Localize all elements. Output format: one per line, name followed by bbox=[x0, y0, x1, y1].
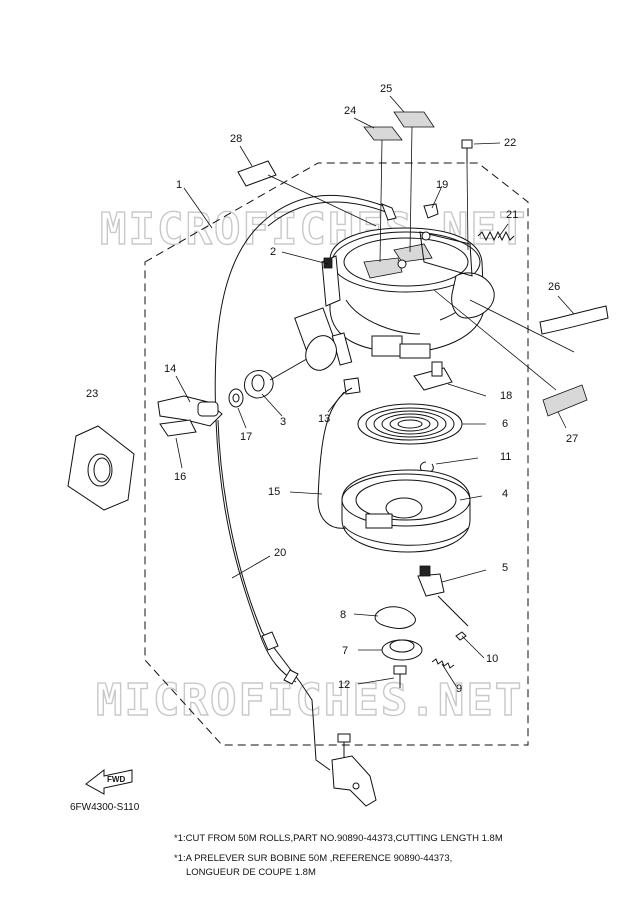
callout-16: 16 bbox=[174, 471, 186, 483]
part-27-decal bbox=[542, 384, 588, 417]
leader-lines bbox=[175, 95, 575, 687]
callout-27: 27 bbox=[566, 433, 578, 445]
part-21-spring bbox=[477, 230, 515, 242]
part-6-recoil-spring bbox=[357, 403, 463, 445]
starter-handle-knob bbox=[305, 335, 337, 371]
callout-numbers: 1 2 3 4 5 6 7 8 9 10 11 12 13 14 15 16 1… bbox=[86, 83, 578, 695]
part-12-bolt bbox=[393, 665, 407, 688]
part-26-decal bbox=[539, 305, 609, 335]
callout-21: 21 bbox=[506, 209, 518, 221]
callout-8: 8 bbox=[340, 609, 346, 621]
callout-4: 4 bbox=[502, 488, 508, 500]
callout-26: 26 bbox=[548, 281, 560, 293]
assembly-boundary bbox=[144, 162, 529, 746]
part-23-plate bbox=[67, 425, 135, 511]
part-3-handle-grommet bbox=[243, 370, 274, 399]
callout-19: 19 bbox=[436, 179, 448, 191]
callout-3: 3 bbox=[280, 416, 286, 428]
cable-bracket bbox=[299, 681, 377, 807]
part-25-decal bbox=[393, 111, 435, 128]
callout-28: 28 bbox=[230, 133, 242, 145]
callout-11: 11 bbox=[500, 451, 511, 463]
part-24-decal bbox=[363, 126, 403, 141]
part-16-bracket bbox=[159, 419, 197, 437]
callout-2: 2 bbox=[270, 246, 276, 258]
callout-25: 25 bbox=[380, 83, 392, 95]
watermark-top: MICROFICHES.NET bbox=[100, 204, 527, 255]
part-28-decal bbox=[237, 160, 277, 187]
diagram-code: 6FW4300-S110 bbox=[70, 802, 140, 813]
callout-12: 12 bbox=[338, 679, 350, 691]
part-4-pulley bbox=[341, 469, 471, 553]
callout-22: 22 bbox=[504, 137, 516, 149]
part-20-cable bbox=[217, 419, 301, 683]
callout-10: 10 bbox=[486, 653, 498, 665]
callout-15: 15 bbox=[268, 486, 280, 498]
callout-9: 9 bbox=[456, 683, 462, 695]
part-5-pawl bbox=[417, 565, 445, 597]
fwd-label: FWD bbox=[107, 775, 125, 784]
callout-5: 5 bbox=[502, 562, 508, 574]
footnote-line-1: *1:CUT FROM 50M ROLLS,PART NO.90890-4437… bbox=[174, 833, 503, 844]
part-10-spring bbox=[437, 595, 469, 641]
part-9-spring bbox=[431, 658, 455, 669]
part-2-starter-housing bbox=[294, 227, 495, 366]
fwd-arrow-icon: FWD bbox=[85, 768, 133, 795]
footnote-line-2: *1:A PRELEVER SUR BOBINE 50M ,REFERENCE … bbox=[174, 853, 453, 864]
callout-1: 1 bbox=[176, 179, 182, 191]
callout-13: 13 bbox=[318, 413, 330, 425]
callout-17: 17 bbox=[240, 431, 252, 443]
callout-20: 20 bbox=[274, 547, 286, 559]
part-18-bracket bbox=[413, 361, 453, 391]
footnote-line-3: LONGUEUR DE COUPE 1.8M bbox=[186, 867, 316, 878]
callout-23: 23 bbox=[86, 388, 98, 400]
part-19-clip bbox=[423, 203, 439, 219]
part-22-bolt bbox=[461, 139, 473, 164]
callout-18: 18 bbox=[500, 390, 512, 402]
part-14-handle bbox=[157, 395, 223, 427]
callout-7: 7 bbox=[342, 645, 348, 657]
callout-14: 14 bbox=[164, 363, 176, 375]
part-8-friction-plate bbox=[374, 606, 416, 629]
callout-6: 6 bbox=[502, 418, 508, 430]
part-7-drive-plate bbox=[381, 639, 423, 661]
part-17-grommet bbox=[228, 388, 244, 408]
callout-24: 24 bbox=[344, 105, 356, 117]
